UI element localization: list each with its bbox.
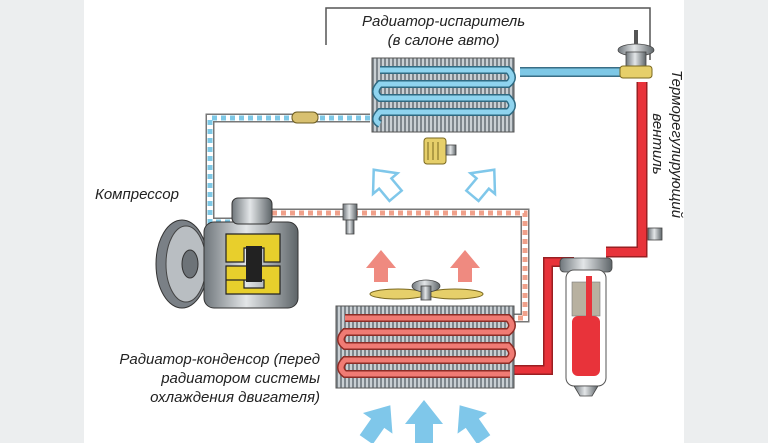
evaporator-label-line-1: Радиатор-испаритель — [362, 13, 526, 30]
valve-sensing-line — [325, 7, 651, 60]
incoming-air-arrow-left — [359, 405, 393, 443]
evaporator-label: Радиатор-испаритель (в салоне авто) — [362, 12, 525, 50]
condenser-label-line-2: радиатором системы — [161, 370, 320, 387]
cool-air-arrow-right — [464, 168, 497, 203]
receiver-drier — [559, 257, 613, 397]
right-margin-band — [684, 0, 768, 443]
condenser-fan — [369, 279, 484, 301]
liquid-line-to-valve — [606, 82, 648, 258]
condenser — [335, 305, 516, 389]
evaporator-label-line-2: (в салоне авто) — [387, 32, 500, 49]
compressor — [155, 197, 299, 309]
warm-air-arrow-right — [450, 250, 480, 282]
suction-filter — [291, 111, 319, 124]
valve-label-line-1: Терморегулирующий — [668, 70, 685, 219]
valve-label: Терморегулирующий вентиль — [648, 70, 686, 218]
condenser-label-line-3: охлаждения двигателя) — [150, 389, 320, 406]
compressor-label: Компрессор — [95, 186, 179, 203]
left-margin-band — [0, 0, 84, 443]
discharge-line-warm — [272, 208, 530, 323]
condenser-label: Радиатор-конденсор (перед радиатором сис… — [119, 350, 320, 407]
incoming-air-arrow-right — [457, 405, 491, 443]
condenser-label-line-1: Радиатор-конденсор (перед — [119, 351, 320, 368]
evaporator — [371, 57, 516, 133]
expansion-valve — [617, 30, 655, 79]
incoming-air-arrow-center — [405, 400, 443, 443]
warm-air-arrow-left — [366, 250, 396, 282]
valve-label-line-2: вентиль — [649, 113, 666, 175]
cool-air-arrow-left — [371, 168, 404, 203]
evaporator-blower — [423, 137, 457, 165]
liquid-line-fitting — [647, 227, 663, 241]
service-port — [342, 203, 358, 235]
